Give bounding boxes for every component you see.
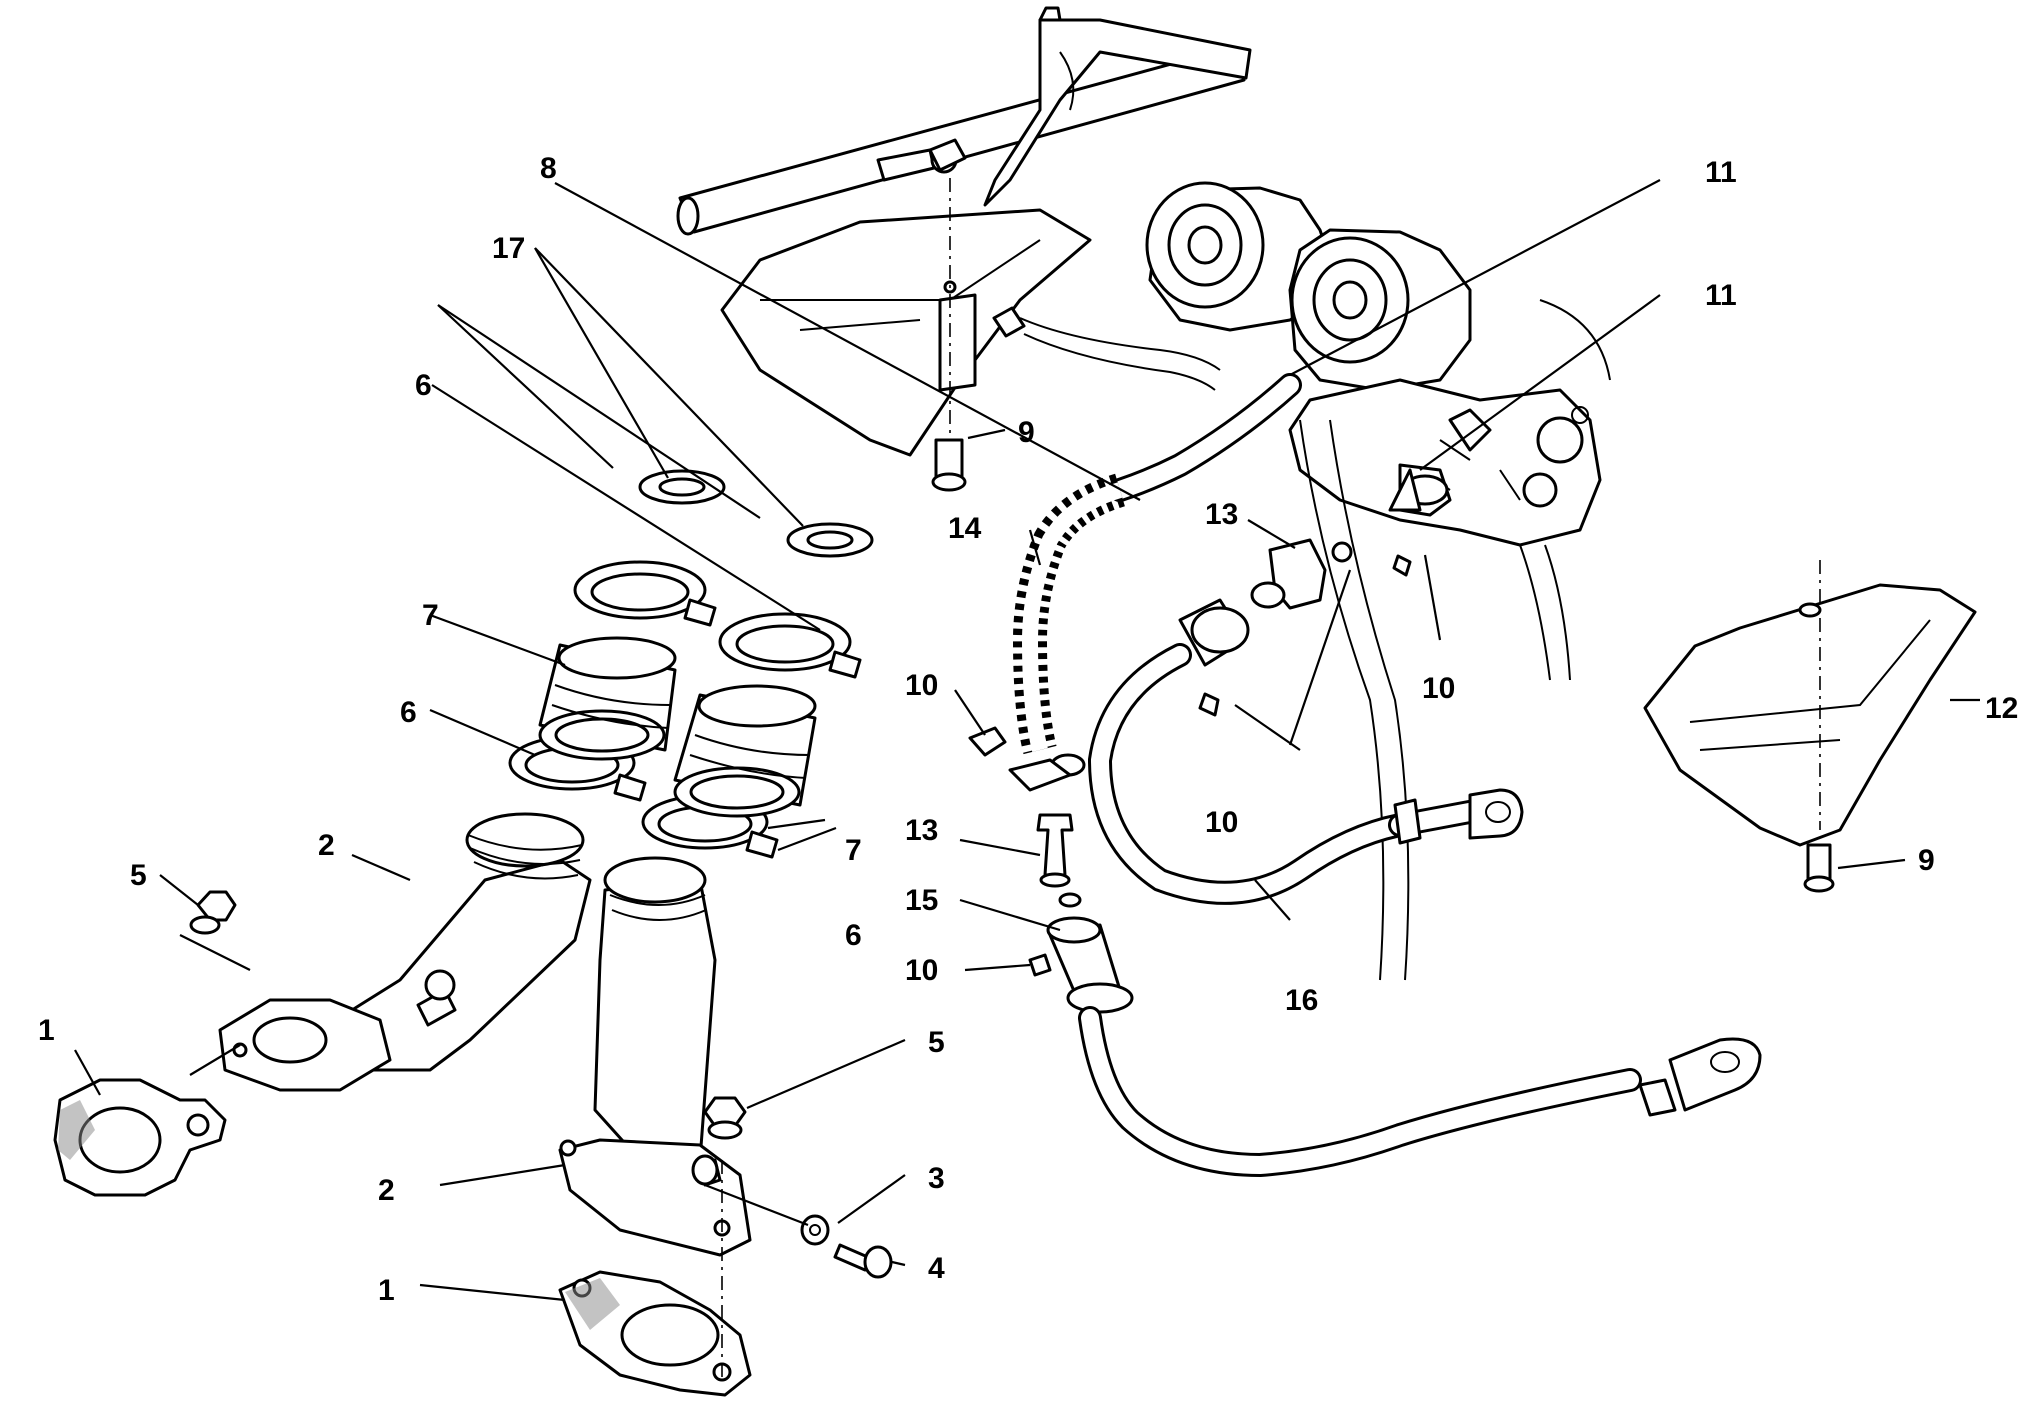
callout-9-left: 9	[1018, 416, 1035, 449]
callout-9-right: 9	[1918, 844, 1935, 877]
callout-12: 12	[1985, 692, 2018, 725]
part-14-coiled-hose	[1008, 373, 1302, 792]
callout-17: 17	[492, 232, 525, 265]
part-12-heat-shield	[1643, 560, 1977, 893]
callout-14: 14	[948, 512, 982, 545]
callout-10-left: 10	[905, 669, 938, 702]
callout-13-lower: 13	[905, 814, 938, 847]
callout-15: 15	[905, 884, 938, 917]
part-1-gasket-left	[53, 1044, 241, 1197]
callout-4: 4	[928, 1252, 945, 1285]
callout-6-top: 6	[415, 369, 432, 402]
part-17-spacers	[638, 469, 874, 558]
callout-10-right: 10	[1422, 672, 1455, 705]
part-8-heat-shield	[720, 138, 1221, 492]
callout-8: 8	[540, 152, 557, 185]
part-4-screw	[704, 1183, 893, 1279]
part-2-intake-left	[218, 812, 592, 1092]
part-7-sleeves	[538, 636, 817, 818]
part-13-fitting-lower	[1036, 813, 1082, 908]
part-3-washer	[800, 1214, 830, 1246]
callout-2-lower: 2	[378, 1174, 395, 1207]
carburetors	[1145, 181, 1611, 981]
callout-6-right: 6	[845, 919, 862, 952]
callout-6-mid: 6	[400, 696, 417, 729]
part-13-fitting-upper	[1250, 538, 1353, 610]
part-10-clips	[968, 554, 1412, 977]
part-15-connector	[1046, 916, 1134, 1014]
part-2-intake-vertical	[558, 856, 752, 1257]
callout-7-left: 7	[422, 599, 439, 632]
callout-11-second: 11	[1705, 279, 1737, 312]
part-16-drain-hoses	[1078, 598, 1762, 1178]
leader-lines	[74, 179, 1980, 1302]
callout-10-lower: 10	[905, 954, 938, 987]
part-1-gasket-lower	[558, 1160, 752, 1397]
callout-2-left: 2	[318, 829, 335, 862]
callout-labels: 8 17 6 7 6 7 6 2 5 1 5 3 4 2 1 9 11 11 1…	[38, 152, 2018, 1307]
callout-5-left: 5	[130, 859, 147, 892]
callout-10-center: 10	[1205, 806, 1238, 839]
callout-7-right: 7	[845, 834, 862, 867]
callout-3: 3	[928, 1162, 945, 1195]
callout-5-center: 5	[928, 1026, 945, 1059]
callout-11-top: 11	[1705, 156, 1737, 189]
part-5-nut-center	[703, 1096, 747, 1140]
callout-16: 16	[1285, 984, 1318, 1017]
callout-1-left: 1	[38, 1014, 55, 1047]
callout-1-lower: 1	[378, 1274, 395, 1307]
callout-13-upper: 13	[1205, 498, 1238, 531]
part-5-nut-left	[179, 890, 251, 971]
